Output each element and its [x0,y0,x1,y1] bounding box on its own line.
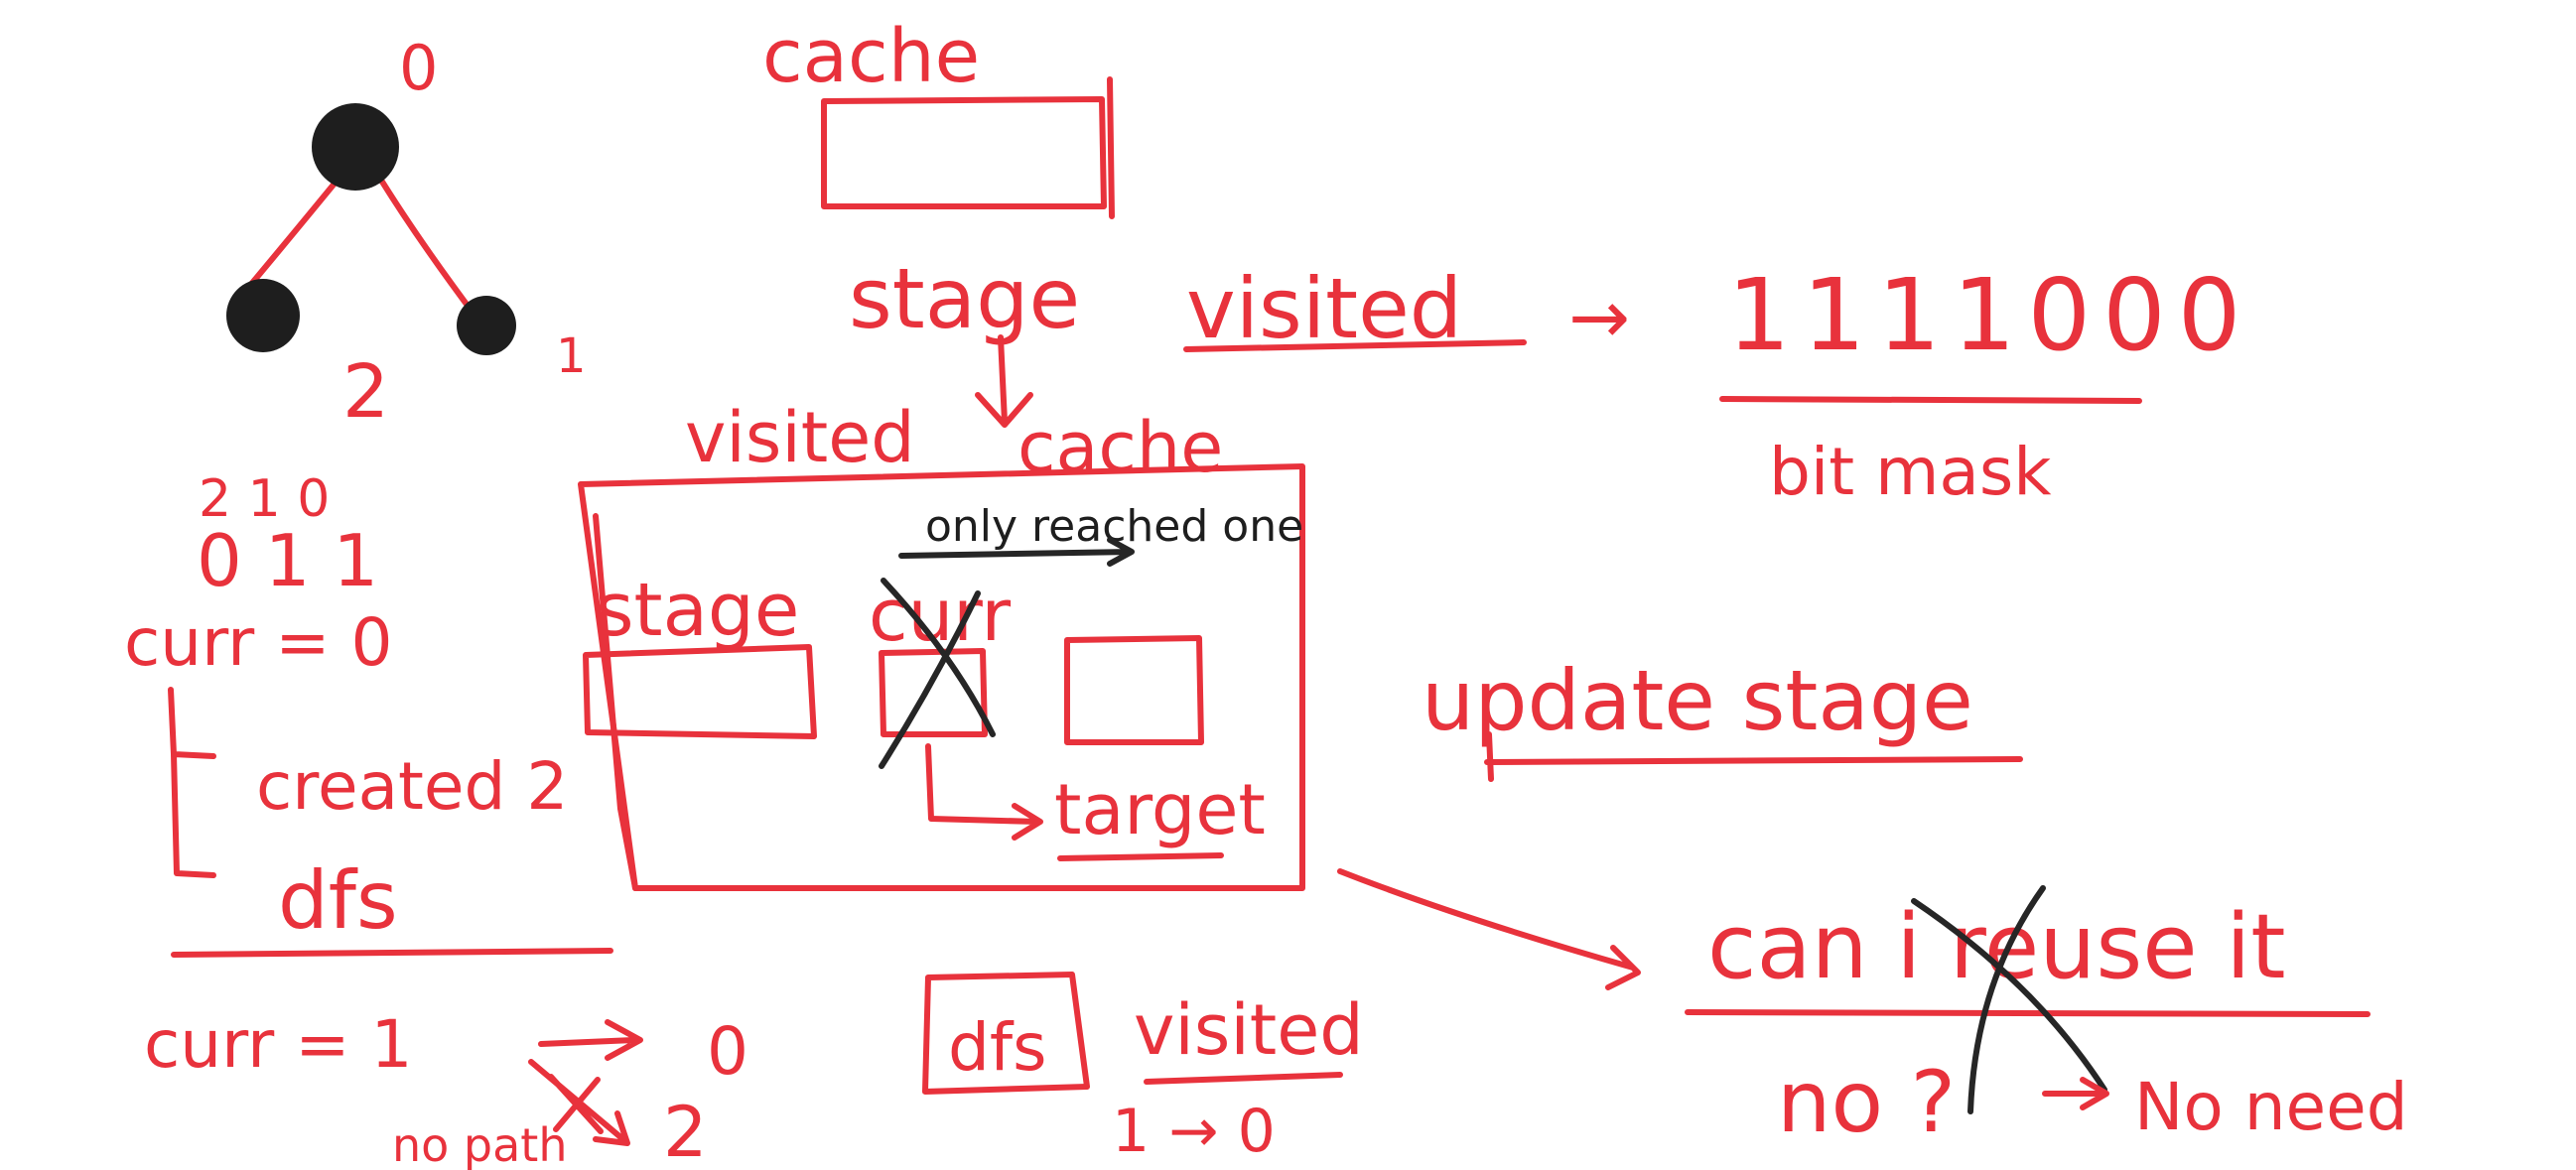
dfs-note: dfs [278,854,398,947]
no-question-label: no ? [1777,1053,1956,1152]
curr-to-target-arrow [925,743,1043,841]
bit-values: 0 1 1 [197,519,378,602]
no-path-label: no path [392,1118,568,1170]
bit-header: 2 1 0 [199,469,330,529]
can-reuse-underline [1685,1009,2371,1017]
curr-cross-out [879,578,996,769]
tree-edge-right [374,171,479,321]
tree-node-right [457,296,516,355]
bottom-transition: 1 → 0 [1112,1097,1276,1166]
state-stage-label: stage [596,568,799,653]
left-notes: curr = 0 created 2 dfs curr = 1 0 no pat… [124,604,748,1170]
arrow-target-zero: 0 [707,1013,748,1090]
state-visited-label: visited [685,397,915,478]
stage-label: stage [849,250,1080,347]
only-reached-underline-arrow [898,537,1135,567]
no-need-label: No need [2134,1069,2408,1145]
reuse-cross-out [1911,885,2107,1114]
tree-node-left [226,279,300,352]
branch-connector [168,687,216,878]
state-target-label: target [1054,769,1266,850]
arrow-to-zero [538,1019,643,1061]
dfs-box [922,972,1090,1095]
bitmask-underline [1719,396,2142,404]
bitmask-caption: bit mask [1769,434,2052,510]
cache-label: cache [762,14,980,99]
bitmask-digits: 1111000 [1727,257,2252,373]
no-path-target-two: 2 [663,1092,708,1170]
state-box: visited cache only reached one stage cur… [578,397,1305,891]
tree-node-root [312,103,399,191]
tree-right-label: 1 [556,328,587,384]
target-underline [1057,852,1224,861]
state-cache-label: cache [1017,407,1223,488]
state-box-lower-edge [593,513,638,891]
tree-edge-left [245,171,345,291]
bottom-visited-label: visited [1134,989,1364,1071]
stage-down-arrow [975,334,1033,428]
box-to-reuse-arrow [1337,868,1641,990]
state-stage-box [583,644,817,739]
tree-diagram: 0 2 1 [226,32,587,435]
bottom-dfs-label: dfs [948,1009,1047,1086]
curr-equals-one: curr = 1 [144,1006,412,1083]
update-stage-tick [1486,731,1494,782]
right-notes: update stage can i reuse it no ? No need [1337,652,2408,1152]
bottom-dfs-visited: dfs visited 1 → 0 [922,972,1364,1166]
visited-bitmask-block: visited → 1111000 bit mask [1183,257,2252,510]
update-stage-underline [1484,756,2023,765]
cache-box [821,76,1115,219]
update-stage-label: update stage [1422,652,1973,749]
bit-table: 2 1 0 0 1 1 [197,469,378,602]
curr-equals-zero: curr = 0 [124,604,392,681]
tree-root-label: 0 [399,32,438,104]
state-target-box [1064,635,1204,745]
cache-block: cache stage [762,14,1115,428]
no-to-noneed-arrow [2042,1077,2109,1110]
created-2-note: created 2 [256,748,568,825]
visited-label: visited [1186,260,1462,357]
crossed-arrow-to-two [528,1059,630,1146]
visited-arrow: → [1568,275,1630,360]
visited-underline [1183,339,1527,352]
tree-left-label: 2 [342,349,389,435]
dfs-underline [171,948,613,958]
bottom-visited-underline [1144,1072,1343,1085]
